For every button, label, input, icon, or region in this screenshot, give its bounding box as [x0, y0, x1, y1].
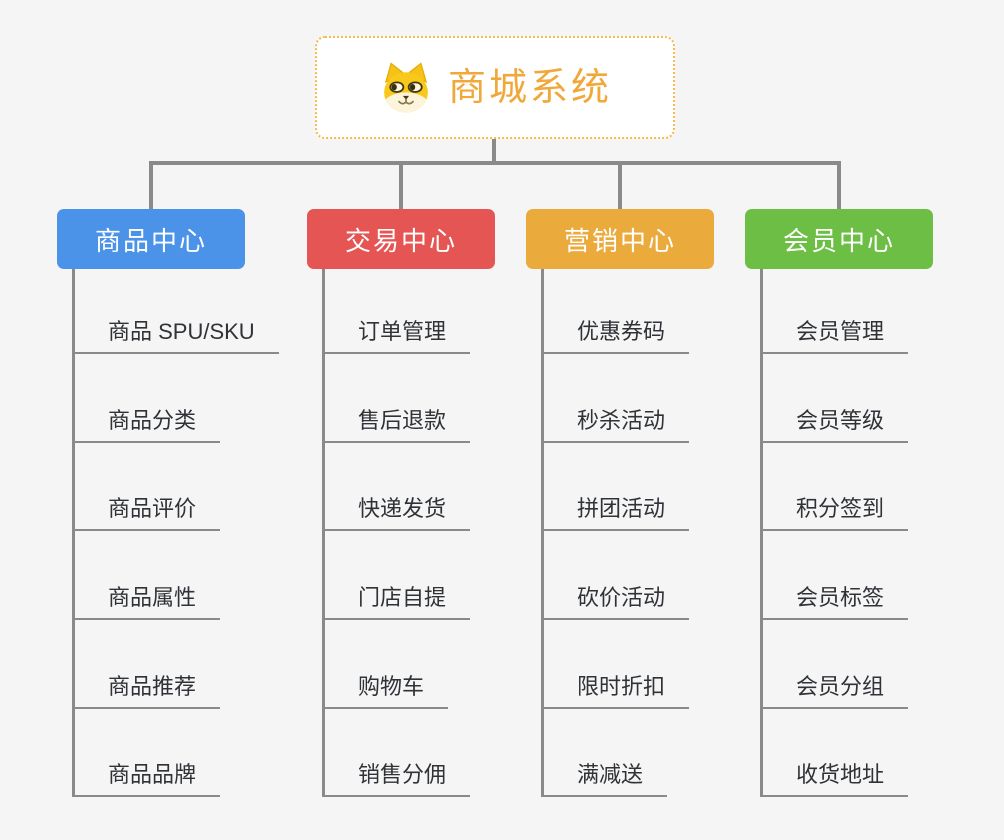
connector-drop-member: [837, 161, 841, 209]
branch-node-product-center[interactable]: 商品中心: [57, 209, 245, 269]
connector-drop-trade: [399, 161, 403, 209]
branch-spine-product: [72, 269, 75, 797]
branch-spine-marketing: [541, 269, 544, 797]
mindmap-item[interactable]: 会员分组: [760, 671, 909, 709]
mindmap-item[interactable]: 商品评价: [72, 493, 221, 531]
root-title: 商城系统: [447, 66, 612, 109]
branch-node-marketing-center[interactable]: 营销中心: [526, 209, 714, 269]
branch-spine-trade: [322, 269, 325, 797]
mindmap-item[interactable]: 积分签到: [760, 493, 909, 531]
mindmap-item[interactable]: 商品品牌: [72, 759, 221, 797]
mindmap-item[interactable]: 满减送: [541, 759, 668, 797]
mindmap-item[interactable]: 会员管理: [760, 316, 909, 354]
branch-node-trade-center[interactable]: 交易中心: [307, 209, 495, 269]
mindmap-item[interactable]: 商品属性: [72, 582, 221, 620]
mindmap-item[interactable]: 快递发货: [322, 493, 471, 531]
branch-spine-member: [760, 269, 763, 797]
mindmap-item[interactable]: 砍价活动: [541, 582, 690, 620]
mindmap-item[interactable]: 拼团活动: [541, 493, 690, 531]
mindmap-item[interactable]: 限时折扣: [541, 671, 690, 709]
mindmap-item[interactable]: 购物车: [322, 671, 449, 709]
mindmap-item[interactable]: 商品 SPU/SKU: [72, 316, 279, 354]
root-node[interactable]: 商城系统: [315, 36, 675, 139]
branch-node-member-center[interactable]: 会员中心: [745, 209, 933, 269]
dog-face-icon: [378, 60, 434, 116]
mindmap-item[interactable]: 会员标签: [760, 582, 909, 620]
connector-drop-product: [149, 161, 153, 209]
mindmap-item[interactable]: 销售分佣: [322, 759, 471, 797]
mindmap-item[interactable]: 会员等级: [760, 405, 909, 443]
mindmap-item[interactable]: 门店自提: [322, 582, 471, 620]
connector-root-stem: [492, 139, 496, 163]
mindmap-item[interactable]: 秒杀活动: [541, 405, 690, 443]
mindmap-item[interactable]: 收货地址: [760, 759, 909, 797]
connector-drop-marketing: [618, 161, 622, 209]
connector-rail: [149, 161, 841, 165]
mindmap-item[interactable]: 优惠券码: [541, 316, 690, 354]
mindmap-item[interactable]: 售后退款: [322, 405, 471, 443]
mindmap-item[interactable]: 订单管理: [322, 316, 471, 354]
mindmap-item[interactable]: 商品推荐: [72, 671, 221, 709]
mindmap-item[interactable]: 商品分类: [72, 405, 221, 443]
